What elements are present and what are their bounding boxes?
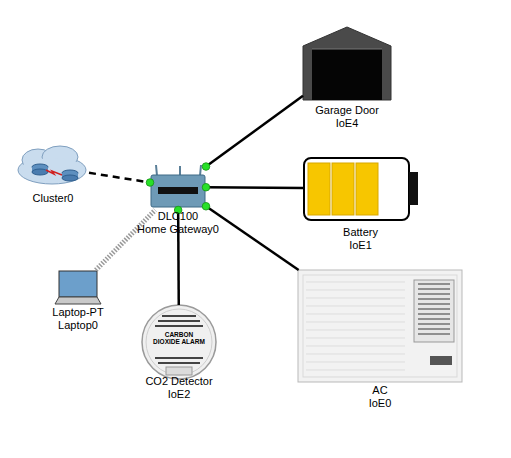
network-link xyxy=(96,210,155,270)
device-id: IoE0 xyxy=(238,397,511,410)
device-name: CO2 Detector xyxy=(82,375,276,388)
link-status-dot xyxy=(202,183,210,191)
cloud-icon xyxy=(18,146,86,184)
co2-detector-icon xyxy=(142,305,216,379)
dashed-link-line xyxy=(89,173,150,183)
device-name: Garage Door xyxy=(243,104,451,117)
device-label-group: CO2 DetectorIoE2 xyxy=(82,375,276,401)
laptop-icon xyxy=(55,271,101,304)
device-label-group: BatteryIoE1 xyxy=(243,226,478,252)
device-label-group: ACIoE0 xyxy=(238,384,511,410)
network-link xyxy=(202,96,303,171)
device-id: Home Gateway0 xyxy=(90,223,266,236)
cable-link-line xyxy=(206,186,303,189)
garage-icon xyxy=(303,27,391,100)
device-name: Battery xyxy=(243,226,478,239)
link-status-dot xyxy=(202,202,210,210)
laptop-node: Laptop-PTLaptop0 xyxy=(55,270,101,306)
device-name: Laptop-PT xyxy=(0,306,161,319)
device-name: Cluster0 xyxy=(0,192,149,205)
ac-icon xyxy=(298,270,462,382)
device-id: Laptop0 xyxy=(0,319,161,332)
link-status-dot xyxy=(146,179,154,187)
device-id: IoE1 xyxy=(243,239,478,252)
link-status-dot xyxy=(202,163,210,171)
device-name: AC xyxy=(238,384,511,397)
battery-node: BatteryIoE1 xyxy=(303,157,418,220)
gateway-icon xyxy=(151,165,205,207)
device-label-group: Cluster0 xyxy=(0,192,149,205)
device-label-group: Laptop-PTLaptop0 xyxy=(0,306,161,332)
network-link xyxy=(89,173,154,187)
cable-link-line xyxy=(206,206,299,270)
device-label-group: DLC100Home Gateway0 xyxy=(90,210,266,236)
battery-icon xyxy=(304,158,418,220)
device-label-group: Garage DoorIoE4 xyxy=(243,104,451,130)
cable-link-line xyxy=(206,96,303,167)
device-name: DLC100 xyxy=(90,210,266,223)
network-link xyxy=(202,183,303,191)
wireless-link-line xyxy=(96,210,155,270)
device-id: IoE2 xyxy=(82,388,276,401)
device-id: IoE4 xyxy=(243,117,451,130)
gateway-node: DLC100Home Gateway0 xyxy=(150,164,206,210)
device-printed-label: CARBON DIOXIDE ALARM xyxy=(152,331,206,345)
cloud-node: Cluster0 xyxy=(17,148,89,186)
garage-door-node: Garage DoorIoE4 xyxy=(303,27,391,100)
ac-node: ACIoE0 xyxy=(298,270,462,382)
network-link xyxy=(202,202,298,270)
